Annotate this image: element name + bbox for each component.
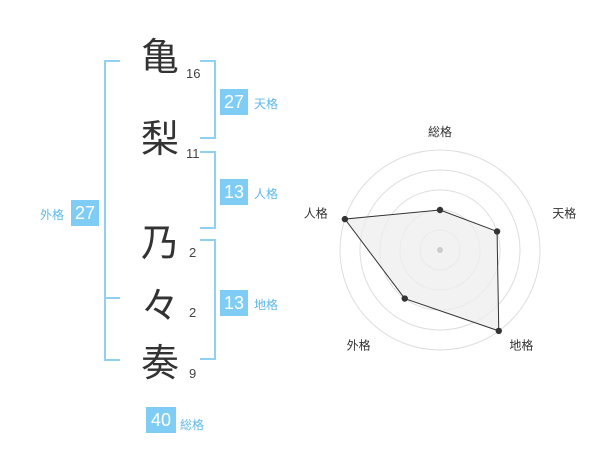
chikaku-badge: 13 <box>220 290 248 316</box>
chikaku-bracket <box>200 239 216 360</box>
tenkaku-label: 天格 <box>254 97 279 111</box>
tenkaku-bracket <box>200 60 216 139</box>
jinkaku-bracket <box>200 151 216 229</box>
radar-point-2 <box>493 228 501 235</box>
name-char-3: 乃 <box>140 221 179 265</box>
gaikaku-bracket-tick <box>104 297 120 299</box>
tenkaku-badge: 27 <box>220 89 248 115</box>
chikaku-label: 地格 <box>254 298 279 312</box>
radar-axis-label-1: 総格 <box>428 124 452 139</box>
radar-axis-label-3: 地格 <box>509 337 533 352</box>
soukaku-badge: 40 <box>146 407 176 433</box>
stroke-count-3: 2 <box>189 245 197 260</box>
radar-point-5 <box>341 215 349 223</box>
stroke-count-2: 11 <box>186 146 200 161</box>
radar-data-area <box>343 209 500 332</box>
stroke-count-4: 2 <box>189 305 197 320</box>
radar-axis-label-4: 外格 <box>347 337 371 352</box>
gaikaku-badge: 27 <box>71 200 99 226</box>
stroke-count-1: 16 <box>186 66 201 81</box>
name-char-4: 々 <box>140 284 179 328</box>
gaikaku-bracket <box>104 60 120 361</box>
name-char-5: 奏 <box>140 341 179 385</box>
radar-grid-ring-4 <box>359 169 521 331</box>
radar-grid-ring-5 <box>339 149 541 351</box>
radar-center-dot <box>437 247 443 253</box>
radar-point-1 <box>436 206 444 214</box>
soukaku-label: 総格 <box>180 418 205 432</box>
stroke-count-5: 9 <box>189 366 197 381</box>
gaikaku-label: 外格 <box>40 208 65 222</box>
radar-axis-label-2: 天格 <box>552 206 576 221</box>
radar-point-3 <box>495 327 502 335</box>
radar-axis-label-5: 人格 <box>304 206 328 221</box>
jinkaku-badge: 13 <box>220 179 248 205</box>
radar-point-4 <box>401 295 408 302</box>
jinkaku-label: 人格 <box>254 187 279 201</box>
name-char-1: 亀 <box>140 35 179 79</box>
name-char-2: 梨 <box>140 117 179 161</box>
